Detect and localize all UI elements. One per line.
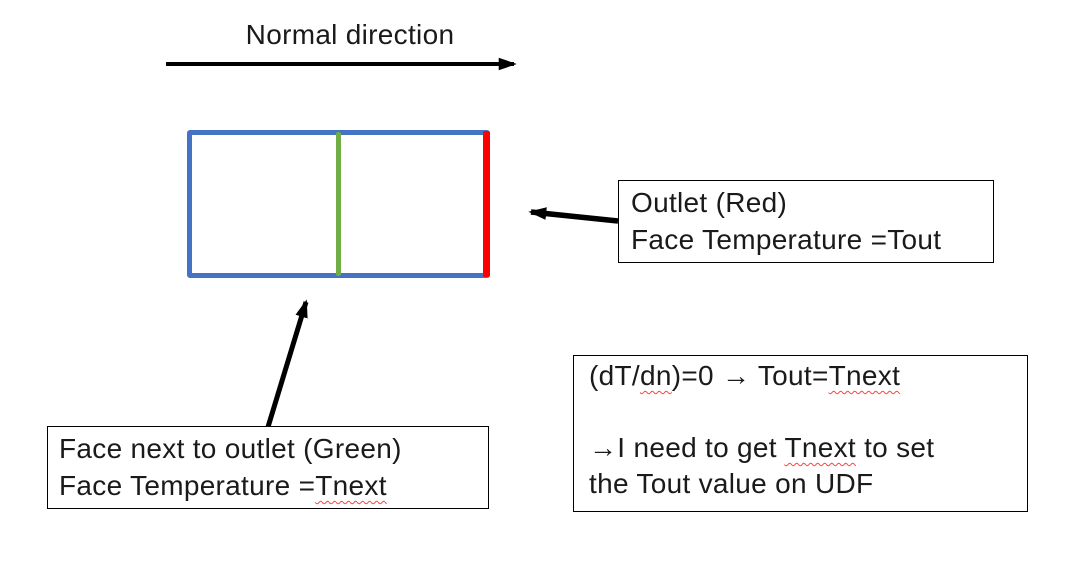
- note-line1: (dT/dn)=0 → Tout=Tnext: [589, 358, 1027, 394]
- outlet-line1: Outlet (Red): [631, 187, 788, 218]
- note-line1-c: )=0 → Tout=: [671, 360, 829, 391]
- note-line1-tnext: Tnext: [828, 360, 901, 391]
- green-face-line2: Face Temperature =Tnext: [59, 467, 488, 504]
- note-line3: →I need to get Tnext to set: [589, 430, 1027, 466]
- note-blank-line: [589, 394, 1027, 430]
- green-face-line: [336, 132, 341, 276]
- red-outlet-edge: [483, 131, 490, 277]
- note-box: (dT/dn)=0 → Tout=Tnext →I need to get Tn…: [573, 355, 1028, 512]
- green-face-line2-prefix: Face Temperature =: [59, 470, 316, 501]
- outlet-pointer-arrow: [528, 207, 619, 224]
- note-line3-tnext: Tnext: [784, 432, 856, 463]
- note-line1-dn: dn: [639, 360, 672, 391]
- note-line4: the Tout value on UDF: [589, 468, 874, 499]
- note-line1-a: (dT/: [589, 360, 640, 391]
- note-line3-a: →I need to get: [589, 432, 785, 463]
- green-face-pointer-arrow: [265, 299, 309, 428]
- green-face-line1: Face next to outlet (Green): [59, 433, 402, 464]
- outlet-callout-box: Outlet (Red) Face Temperature =Tout: [618, 180, 994, 263]
- note-line3-c: to set: [856, 432, 935, 463]
- normal-direction-label: Normal direction: [245, 19, 455, 50]
- outlet-line2: Face Temperature =Tout: [631, 224, 942, 255]
- green-face-callout-box: Face next to outlet (Green) Face Tempera…: [47, 426, 489, 509]
- green-face-line2-tnext: Tnext: [315, 470, 387, 501]
